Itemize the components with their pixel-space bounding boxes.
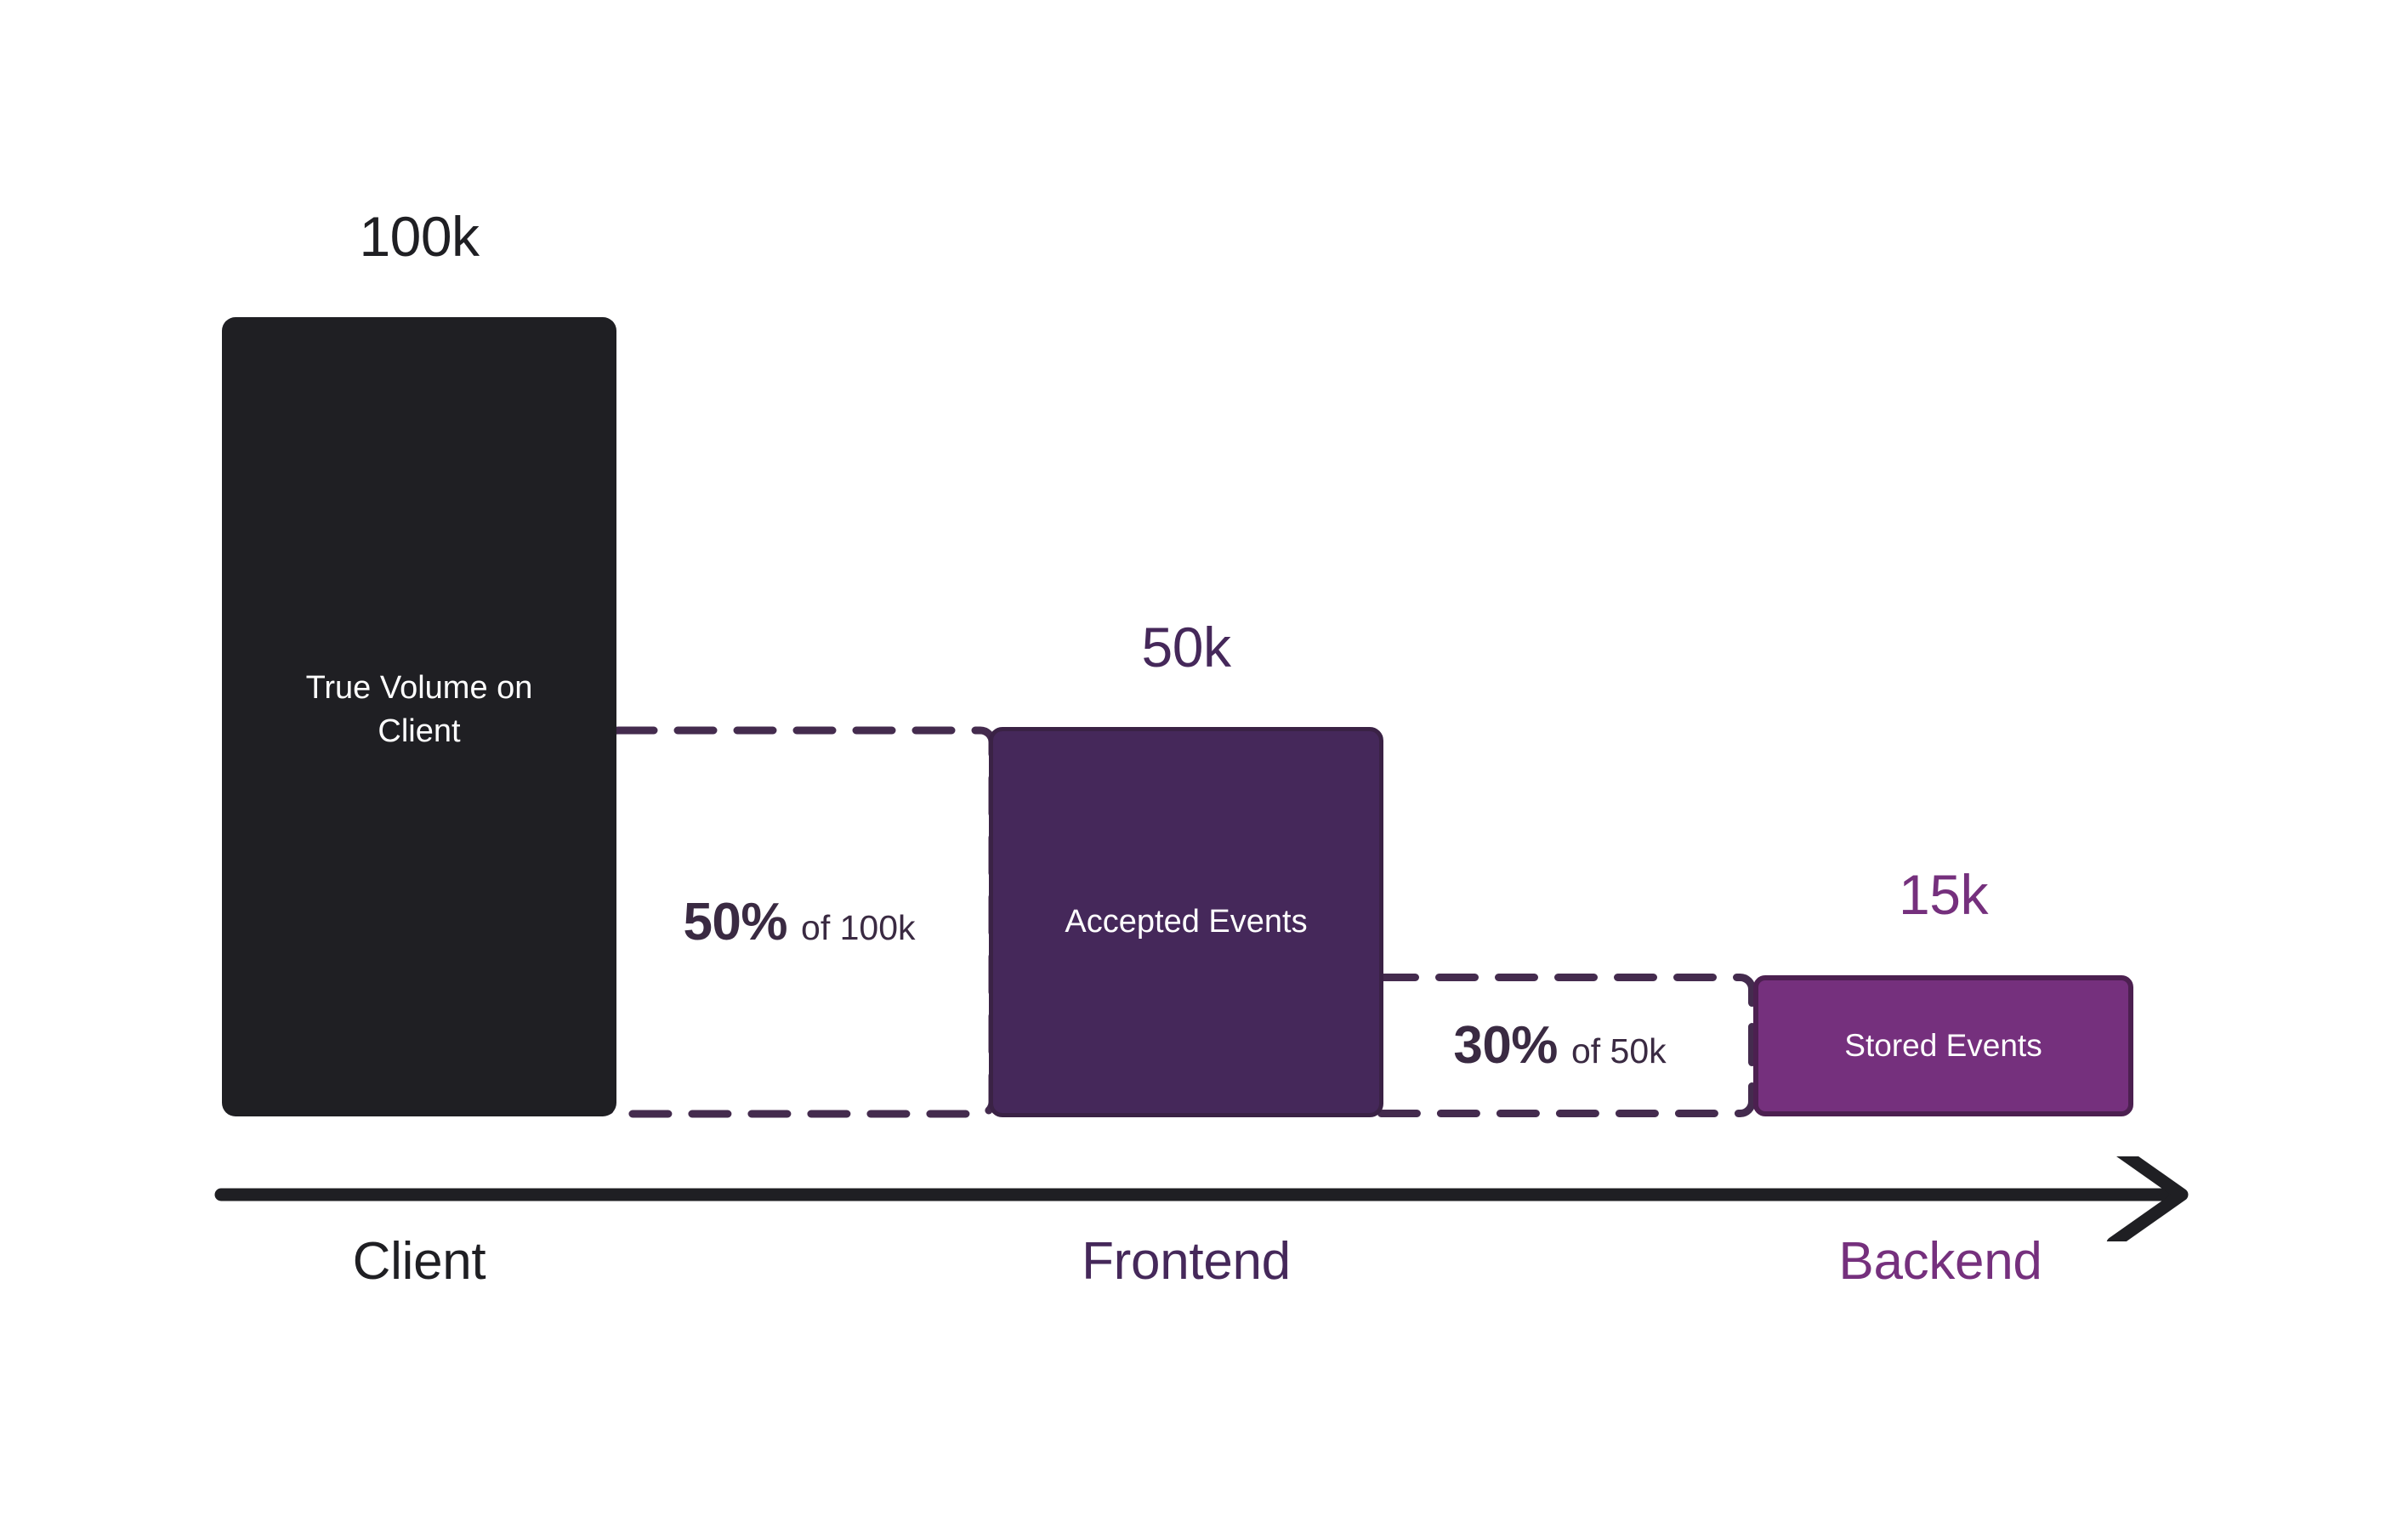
bar-label-client: True Volume on Client	[305, 669, 533, 749]
dashed-border-2	[1364, 974, 1756, 1117]
stage-label-client: Client	[352, 1232, 486, 1291]
dropoff-text-1: 50% of 100k	[683, 892, 915, 952]
dropoff-basis-2: of 50k	[1570, 1031, 1667, 1071]
dropoff-box-client-to-frontend: 50% of 100k	[602, 726, 997, 1118]
value-label-client: 100k	[359, 205, 480, 268]
dropoff-percent-1: 50%	[683, 893, 788, 951]
value-label-frontend: 50k	[1141, 616, 1231, 679]
dropoff-basis-1: of 100k	[801, 908, 916, 947]
stage-label-backend: Backend	[1838, 1232, 2042, 1291]
arrow-head-icon	[2106, 1156, 2189, 1241]
stage-label-frontend: Frontend	[1082, 1232, 1291, 1291]
value-label-backend: 15k	[1899, 863, 1988, 926]
dropoff-text-2: 30% of 50k	[1453, 1015, 1666, 1076]
bar-client: True Volume on Client	[222, 317, 616, 1116]
bar-backend: Stored Events	[1753, 975, 2133, 1116]
bar-frontend: Accepted Events	[989, 727, 1383, 1117]
axis-arrow	[214, 1156, 2189, 1241]
bar-label-frontend: Accepted Events	[1065, 903, 1308, 940]
bar-label-backend: Stored Events	[1844, 1027, 2042, 1063]
dropoff-percent-2: 30%	[1453, 1016, 1558, 1075]
dropoff-box-frontend-to-backend: 30% of 50k	[1364, 974, 1756, 1117]
